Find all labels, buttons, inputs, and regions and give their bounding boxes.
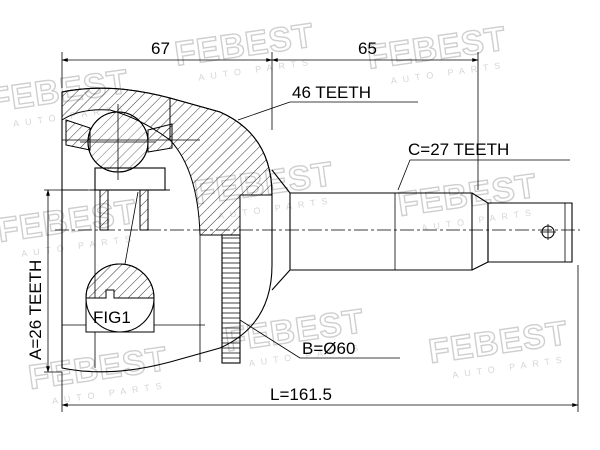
fig1-detail: FIG1 (85, 191, 155, 333)
abs-diameter-callout: B=Ø60 (239, 319, 400, 359)
abs-diameter-label: B=Ø60 (302, 339, 355, 358)
spline-a-label: A=26 TEETH (26, 260, 45, 360)
spline-a-dimension: A=26 TEETH (26, 189, 88, 373)
ball-section (65, 104, 173, 180)
total-length-label: L=161.5 (270, 385, 332, 404)
dim-65-label: 65 (358, 39, 377, 58)
dim-left-length: 67 (61, 39, 273, 130)
spline-c-callout: C=27 TEETH (397, 140, 570, 191)
dim-67-label: 67 (151, 39, 170, 58)
fig1-label: FIG1 (93, 308, 131, 327)
outer-teeth-callout: 46 TEETH (237, 83, 418, 121)
inner-race (90, 167, 170, 231)
stub-shaft (271, 169, 573, 291)
spline-c-label: C=27 TEETH (408, 140, 509, 159)
abs-ring (221, 234, 241, 364)
outer-teeth-label: 46 TEETH (292, 83, 371, 102)
watermark-group: FEBEST FEBEST FEBEST FEBEST FEBEST FEBES… (0, 16, 571, 406)
dim-right-length: 65 (271, 39, 479, 190)
dim-total-length: L=161.5 (61, 265, 579, 412)
